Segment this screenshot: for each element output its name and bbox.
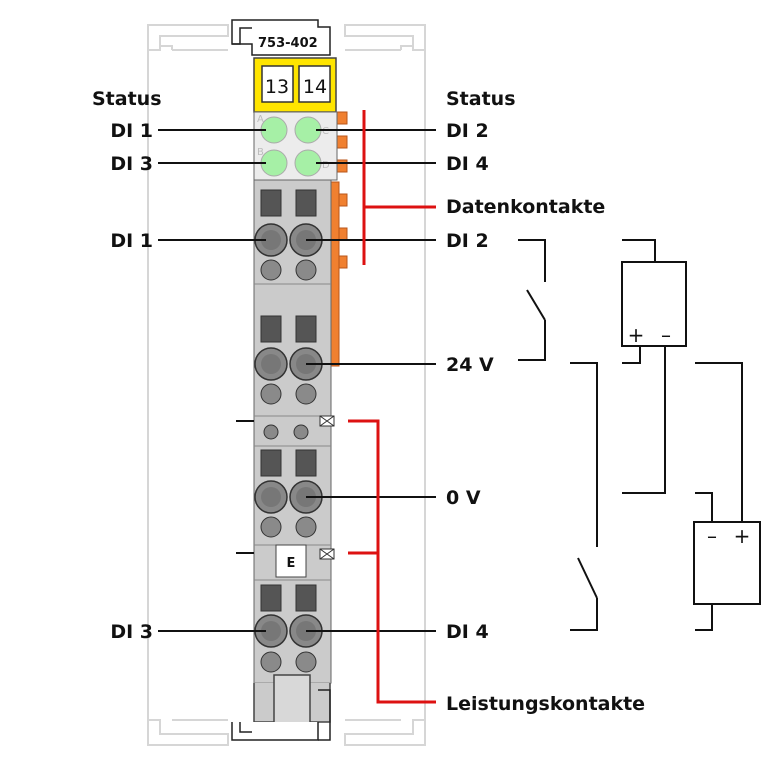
external-wiring <box>518 239 743 631</box>
di2-led-label: DI 2 <box>446 120 489 142</box>
supply-2-plus: + <box>734 524 751 548</box>
led-letter-d: D <box>322 160 330 171</box>
led-letter-c: C <box>322 126 329 137</box>
di3-led-label: DI 3 <box>110 153 153 175</box>
terminal-group-1 <box>254 189 323 281</box>
terminal-group-3 <box>254 449 323 538</box>
di4-led-label: DI 4 <box>446 153 489 175</box>
24v-label: 24 V <box>446 354 494 376</box>
terminal-number-14: 14 <box>303 76 327 98</box>
marker-e: E <box>275 544 335 578</box>
din-rail-outline <box>147 24 426 746</box>
terminal-group-4 <box>254 584 323 673</box>
data-contacts-label: Datenkontakte <box>446 196 605 218</box>
di2-terminal-label: DI 2 <box>446 230 489 252</box>
power-contacts-bracket <box>348 419 436 704</box>
status-label-left: Status <box>92 88 162 110</box>
terminal-number-13: 13 <box>265 76 289 98</box>
supply-2-minus: – <box>707 524 717 548</box>
di1-led-label: DI 1 <box>110 120 153 142</box>
led-letter-a: A <box>257 114 264 125</box>
bottom-clip <box>231 674 331 741</box>
di3-terminal-label: DI 3 <box>110 621 153 643</box>
marker-e-label: E <box>287 556 296 571</box>
supply-box-1: + – <box>621 261 687 347</box>
power-contact-row-1 <box>263 415 335 440</box>
leader-lines <box>158 129 436 632</box>
0v-label: 0 V <box>446 487 481 509</box>
top-clip: 753-402 <box>231 19 331 56</box>
supply-1-minus: – <box>661 323 671 347</box>
supply-box-2: – + <box>693 521 761 605</box>
led-letter-b: B <box>257 147 264 158</box>
supply-1-plus: + <box>628 323 645 347</box>
data-contacts-bracket <box>362 110 436 265</box>
terminal-group-2 <box>254 315 323 405</box>
di1-terminal-label: DI 1 <box>110 230 153 252</box>
side-tabs <box>236 420 254 554</box>
yellow-marker-block: 13 14 <box>253 57 337 113</box>
di4-terminal-label: DI 4 <box>446 621 489 643</box>
part-number-label: 753-402 <box>258 36 318 51</box>
status-label-right: Status <box>446 88 516 110</box>
power-contacts-label: Leistungskontakte <box>446 693 645 715</box>
status-leds: A B C D <box>257 114 330 177</box>
